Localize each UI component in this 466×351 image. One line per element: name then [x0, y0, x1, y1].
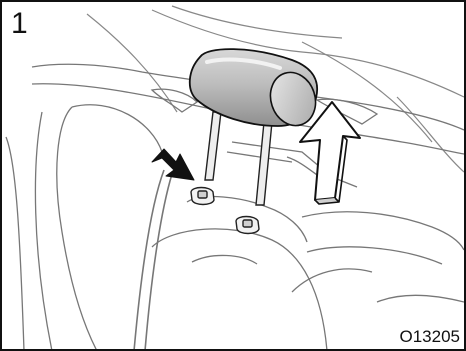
arrow-down-right-icon [152, 149, 194, 180]
figure-code: O13205 [400, 327, 461, 347]
headrest-support-guide [236, 217, 259, 234]
step-number: 1 [11, 6, 28, 42]
headrest [190, 49, 322, 131]
lock-release-button [191, 188, 214, 205]
